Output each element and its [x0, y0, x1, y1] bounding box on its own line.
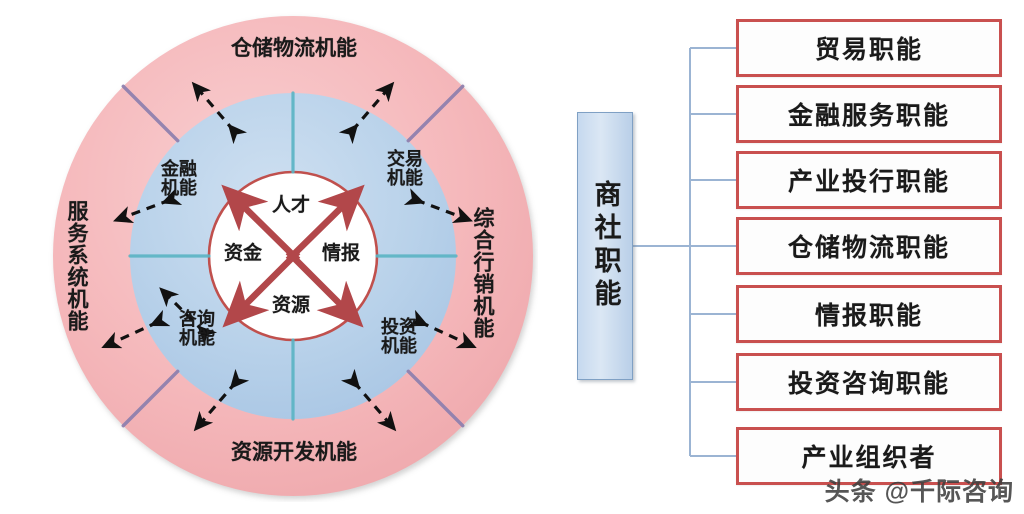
outer-ring-label-resource-development: 资源开发机能 — [231, 440, 357, 464]
tree-leaf-node[interactable]: 投资咨询职能 — [736, 353, 1002, 411]
inner-ring-label-finance: 金融 机能 — [161, 159, 197, 198]
tree-leaf-node[interactable]: 产业组织者 — [736, 427, 1002, 485]
inner-ring-label-consulting: 咨询 机能 — [179, 309, 215, 348]
tree-leaf-label: 贸易职能 — [814, 37, 923, 64]
core-label-capital: 资金 — [223, 243, 262, 264]
wheel-graphic — [53, 16, 533, 496]
tree-leaf-node[interactable]: 贸易职能 — [736, 19, 1002, 77]
tree-leaf-label: 仓储物流职能 — [787, 235, 950, 262]
tree-leaf-node[interactable]: 仓储物流职能 — [736, 217, 1002, 275]
core-label-intelligence: 情报 — [321, 243, 360, 264]
tree-leaf-node[interactable]: 产业投行职能 — [736, 151, 1002, 209]
outer-ring-label-marketing: 综合行销机能 — [471, 207, 495, 339]
tree-root-label: 商社职能 — [590, 180, 621, 312]
tree-leaf-label: 产业投行职能 — [787, 169, 950, 196]
outer-ring-label-warehouse: 仓储物流机能 — [231, 36, 357, 60]
tree-leaf-label: 金融服务职能 — [787, 103, 950, 130]
inner-ring-label-trade: 交易 机能 — [387, 149, 423, 188]
tree-connectors — [633, 47, 736, 457]
wheel-diagram: 仓储物流机能 综合行销机能 资源开发机能 服务系统机能 金融 机能 交易 机能 … — [48, 10, 538, 502]
inner-ring-label-investment: 投资 机能 — [381, 317, 417, 356]
tree-leaf-node[interactable]: 金融服务职能 — [736, 85, 1002, 143]
outer-ring-label-service-system: 服务系统机能 — [65, 200, 89, 332]
tree-root-node[interactable]: 商社职能 — [577, 112, 633, 380]
core-label-talent: 人才 — [271, 195, 310, 216]
tree-leaf-label: 产业组织者 — [801, 445, 937, 472]
tree-diagram: 商社职能 贸易职能 金融服务职能 产业投行职能 仓储物流职能 情报职能 投资咨询… — [560, 0, 1024, 514]
tree-leaf-node[interactable]: 情报职能 — [736, 285, 1002, 343]
core-label-resource: 资源 — [271, 295, 310, 316]
tree-leaf-label: 投资咨询职能 — [787, 371, 950, 398]
tree-leaf-label: 情报职能 — [814, 303, 923, 330]
watermark: 头条 @千际咨询 — [824, 478, 1014, 506]
